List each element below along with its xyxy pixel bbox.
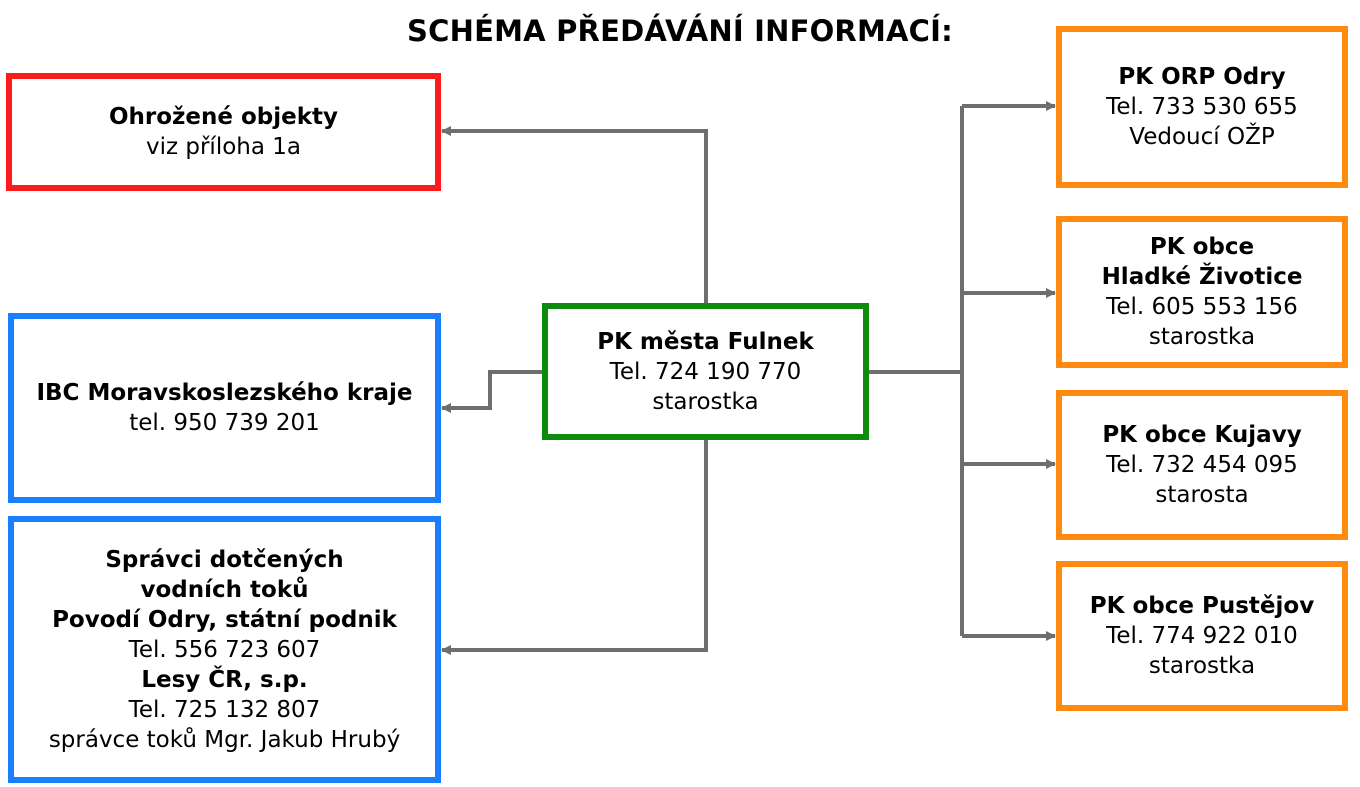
node-spravci-lesy: Lesy ČR, s.p.	[141, 666, 308, 693]
node-kujavy-phone: Tel. 732 454 095	[1106, 452, 1298, 478]
node-ohrozene-note: viz příloha 1a	[145, 134, 301, 160]
node-spravci-line2: vodních toků	[140, 576, 309, 603]
node-ohrozene-title: Ohrožené objekty	[108, 104, 339, 130]
node-hladke-zivotice: PK obce Hladké Životice Tel. 605 553 156…	[1056, 216, 1348, 368]
node-ohrozene-objekty: Ohrožené objekty viz příloha 1a	[6, 73, 441, 191]
node-orp-odry-role: Vedoucí OŽP	[1129, 124, 1275, 150]
node-pustejov-role: starostka	[1148, 653, 1256, 679]
node-ibc-title: IBC Moravskoslezského kraje	[36, 380, 413, 406]
node-center-role: starostka	[652, 388, 759, 415]
node-orp-odry-phone: Tel. 733 530 655	[1106, 94, 1298, 120]
connector-to-ohrozene	[441, 126, 708, 304]
node-spravci-line1: Správci dotčených	[105, 546, 344, 573]
node-pustejov-title: PK obce Pustějov	[1089, 593, 1315, 619]
node-orp-odry-title: PK ORP Odry	[1118, 64, 1286, 90]
node-pustejov: PK obce Pustějov Tel. 774 922 010 staros…	[1056, 561, 1348, 711]
node-pustejov-phone: Tel. 774 922 010	[1106, 623, 1298, 649]
node-hladke-role: starostka	[1148, 324, 1256, 350]
node-ibc: IBC Moravskoslezského kraje tel. 950 739…	[8, 313, 441, 503]
node-spravci: Správci dotčených vodních toků Povodí Od…	[8, 516, 441, 783]
node-center-phone: Tel. 724 190 770	[609, 358, 802, 385]
node-spravci-contact: správce toků Mgr. Jakub Hrubý	[48, 726, 401, 753]
diagram-title: SCHÉMA PŘEDÁVÁNÍ INFORMACÍ:	[407, 14, 953, 48]
node-spravci-povodi-phone: Tel. 556 723 607	[128, 636, 321, 663]
node-spravci-lesy-phone: Tel. 725 132 807	[128, 696, 321, 723]
node-kujavy: PK obce Kujavy Tel. 732 454 095 starosta	[1056, 390, 1348, 540]
node-hladke-title2: Hladké Životice	[1101, 264, 1303, 290]
node-center-fulnek: PK města Fulnek Tel. 724 190 770 starost…	[542, 303, 869, 440]
node-kujavy-role: starosta	[1155, 482, 1249, 508]
node-orp-odry: PK ORP Odry Tel. 733 530 655 Vedoucí OŽP	[1056, 26, 1348, 188]
connector-to-spravci	[441, 439, 708, 655]
node-hladke-phone: Tel. 605 553 156	[1106, 294, 1298, 320]
connector-to-ibc	[441, 370, 542, 413]
node-hladke-title1: PK obce	[1149, 234, 1255, 260]
node-spravci-povodi: Povodí Odry, státní podnik	[52, 606, 397, 633]
node-ibc-phone: tel. 950 739 201	[129, 410, 320, 436]
node-center-title: PK města Fulnek	[597, 328, 814, 355]
node-kujavy-title: PK obce Kujavy	[1102, 422, 1302, 448]
